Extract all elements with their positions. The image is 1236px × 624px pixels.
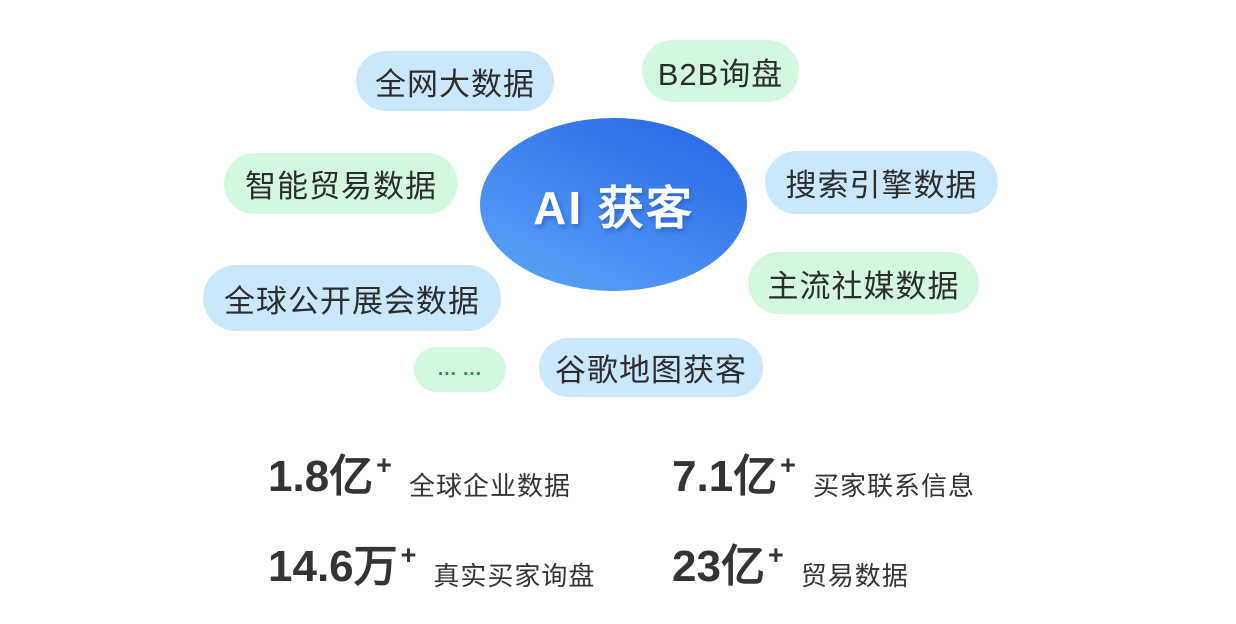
bubble-search-engine-data: 搜索引擎数据 xyxy=(765,151,998,214)
bubble-b2b-inquiry: B2B询盘 xyxy=(642,40,799,102)
stat-label: 真实买家询盘 xyxy=(433,561,596,591)
stat-label: 贸易数据 xyxy=(800,561,909,591)
stat-trade-data: 23亿 + 贸易数据 xyxy=(672,540,909,593)
stat-label: 买家联系信息 xyxy=(812,471,975,501)
stat-label: 全球企业数据 xyxy=(408,471,571,501)
bubble-global-exhibition-data: 全球公开展会数据 xyxy=(203,265,501,331)
bubble-mainstream-social-media-data: 主流社媒数据 xyxy=(748,252,979,314)
stat-real-buyer-inquiries: 14.6万 + 真实买家询盘 xyxy=(268,540,596,593)
bubble-smart-trade-data: 智能贸易数据 xyxy=(224,153,458,214)
bubble-ellipsis-more-sources: ... ... xyxy=(414,347,506,392)
stat-number: 1.8亿 xyxy=(268,452,374,501)
stat-buyer-contact-info: 7.1亿 + 买家联系信息 xyxy=(672,450,975,503)
plus-superscript: + xyxy=(767,540,784,570)
bubble-web-big-data: 全网大数据 xyxy=(356,51,554,111)
stat-number: 14.6万 xyxy=(268,542,398,591)
plus-superscript: + xyxy=(376,450,392,480)
stat-global-enterprise-data: 1.8亿 + 全球企业数据 xyxy=(268,450,571,503)
center-label: AI 获客 xyxy=(533,181,694,234)
center-ellipse-ai-customer-acquisition: AI 获客 xyxy=(480,118,747,291)
plus-superscript: + xyxy=(780,450,796,480)
bubble-google-maps-leads: 谷歌地图获客 xyxy=(539,338,763,397)
stat-number: 23亿 xyxy=(672,542,765,591)
plus-superscript: + xyxy=(400,540,417,570)
stat-number: 7.1亿 xyxy=(672,452,778,501)
